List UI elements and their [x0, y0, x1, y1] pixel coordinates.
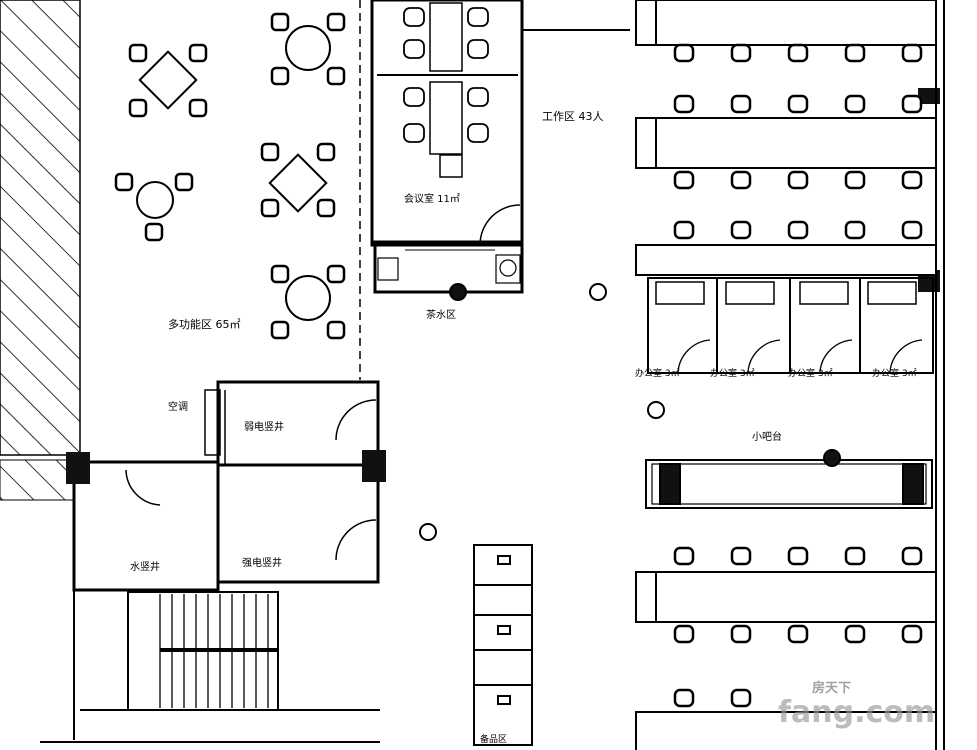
meeting-tables: [429, 2, 463, 178]
hatched-exterior-wall: [0, 0, 81, 456]
lounge-chairs: [114, 12, 346, 340]
room-label-strong-shaft: 强电竖井: [242, 556, 282, 569]
meeting-chairs: [403, 7, 489, 143]
work-desks: [635, 0, 937, 750]
room-label-meeting: 会议室 11㎡: [404, 192, 460, 205]
meeting-room-walls: [370, 0, 630, 294]
exterior-wall-right: [935, 0, 945, 750]
room-label-office-3: 办公室 3㎡: [788, 367, 833, 379]
people-figures: [419, 283, 841, 541]
room-label-office-1: 办公室 3㎡: [635, 367, 680, 379]
room-label-office-2: 办公室 3㎡: [710, 367, 755, 379]
reception-counter: [645, 459, 933, 509]
room-label-filing: 备品区: [480, 733, 507, 745]
room-label-tea: 茶水区: [426, 308, 456, 321]
room-label-water-shaft: 水竖井: [130, 560, 160, 573]
room-label-multi-function: 多功能区 65㎡: [168, 317, 241, 331]
shaft-walls: [72, 380, 380, 592]
small-office-walls: [647, 277, 934, 374]
room-label-work-area: 工作区 43人: [542, 110, 604, 123]
room-label-reception: 小吧台: [752, 430, 782, 443]
staircase: [40, 590, 380, 743]
filing-cabinets: [473, 544, 533, 746]
room-label-aircon: 空调: [168, 400, 188, 413]
lounge-tables: [136, 25, 331, 321]
work-chairs: [673, 43, 923, 708]
watermark-cn: 房天下: [812, 680, 851, 696]
hatched-exterior-wall-lower: [0, 459, 76, 501]
watermark-en: fang.com: [778, 695, 935, 730]
room-label-office-4: 办公室 3㎡: [872, 367, 917, 379]
room-label-weak-shaft: 弱电竖井: [244, 420, 284, 433]
